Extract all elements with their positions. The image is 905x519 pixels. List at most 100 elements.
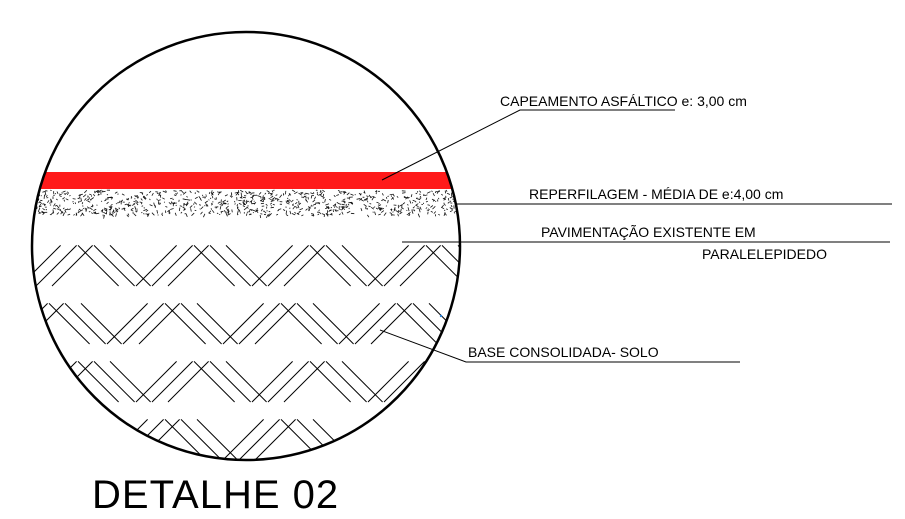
texture-mark <box>288 193 292 196</box>
texture-mark <box>153 202 156 207</box>
texture-mark <box>44 191 47 196</box>
texture-mark <box>354 194 356 196</box>
hatch-line <box>35 245 77 287</box>
texture-mark <box>121 207 126 210</box>
texture-mark <box>296 206 298 209</box>
texture-mark <box>180 211 183 214</box>
texture-mark <box>391 196 395 200</box>
texture-mark <box>375 207 379 210</box>
texture-mark <box>320 195 324 198</box>
texture-mark <box>89 207 93 211</box>
hatch-line <box>367 361 409 403</box>
texture-mark <box>32 190 36 193</box>
texture-mark <box>234 203 236 205</box>
texture-mark <box>377 204 382 207</box>
texture-mark <box>346 211 351 214</box>
texture-mark <box>444 204 446 206</box>
texture-mark <box>168 210 171 214</box>
texture-mark <box>243 207 248 211</box>
texture-mark <box>94 190 99 193</box>
hatch-line <box>254 303 296 345</box>
texture-mark <box>72 198 76 200</box>
texture-mark <box>68 208 71 211</box>
texture-mark <box>343 208 346 210</box>
hatch-line <box>399 361 441 403</box>
texture-mark <box>347 203 350 206</box>
texture-mark <box>156 210 158 214</box>
texture-mark <box>324 198 326 203</box>
texture-mark <box>285 210 287 215</box>
hatch-line <box>309 245 351 287</box>
texture-mark <box>80 197 82 202</box>
texture-mark <box>173 190 177 192</box>
texture-mark <box>78 193 83 196</box>
texture-mark <box>419 190 422 193</box>
texture-mark <box>326 207 330 209</box>
hatch-line <box>167 361 209 403</box>
texture-mark <box>151 212 155 216</box>
hatch-line <box>484 477 525 518</box>
hatch-line <box>428 419 460 460</box>
label-base: BASE CONSOLIDADA- SOLO <box>468 344 659 360</box>
hatch-line <box>500 477 541 518</box>
texture-mark <box>140 198 143 201</box>
hatch-line <box>516 361 557 402</box>
texture-mark <box>78 208 82 212</box>
hatch-line <box>454 303 460 345</box>
texture-mark <box>93 212 96 214</box>
texture-mark <box>78 196 81 199</box>
texture-mark <box>203 213 206 218</box>
texture-mark <box>124 203 128 206</box>
texture-mark <box>62 212 65 217</box>
hatch-line <box>196 419 238 460</box>
texture-mark <box>405 196 409 200</box>
hatch-line <box>383 361 425 403</box>
texture-mark <box>62 212 64 214</box>
texture-mark <box>66 191 69 193</box>
hatch-line <box>180 303 222 345</box>
texture-mark <box>82 207 85 210</box>
texture-mark <box>449 210 452 213</box>
texture-mark <box>211 192 214 196</box>
texture-mark <box>409 200 412 204</box>
texture-mark <box>268 210 271 213</box>
texture-mark <box>270 205 272 207</box>
texture-mark <box>312 205 314 207</box>
texture-mark <box>356 198 361 200</box>
texture-mark <box>146 213 149 216</box>
hatch-line <box>338 419 380 460</box>
texture-mark <box>435 200 437 203</box>
texture-mark <box>415 201 417 203</box>
texture-mark <box>165 206 168 208</box>
reperfilagem-layer <box>32 189 460 216</box>
texture-mark <box>183 203 186 205</box>
capeamento-layer <box>32 172 460 189</box>
texture-mark <box>82 194 87 198</box>
texture-mark <box>101 190 106 193</box>
texture-mark <box>111 205 113 208</box>
texture-mark <box>407 207 410 212</box>
texture-mark <box>217 191 221 194</box>
texture-mark <box>127 197 130 200</box>
hatch-line <box>399 245 441 287</box>
texture-mark <box>253 200 255 202</box>
hatch-line <box>0 477 19 518</box>
hatch-line <box>0 361 3 402</box>
hatch-line <box>368 477 409 518</box>
hatch-line <box>529 303 570 344</box>
texture-mark <box>91 212 93 215</box>
texture-mark <box>303 193 307 195</box>
hatch-line <box>425 361 460 403</box>
texture-mark <box>30 212 31 213</box>
texture-mark <box>199 208 201 210</box>
hatch-line <box>0 361 19 402</box>
texture-mark <box>447 198 450 201</box>
texture-mark <box>374 211 376 216</box>
hatch-line <box>267 245 309 287</box>
texture-mark <box>449 196 453 199</box>
hatch-line <box>513 303 554 344</box>
texture-mark <box>242 201 246 205</box>
texture-mark <box>159 202 161 205</box>
hatch-line <box>267 361 309 403</box>
